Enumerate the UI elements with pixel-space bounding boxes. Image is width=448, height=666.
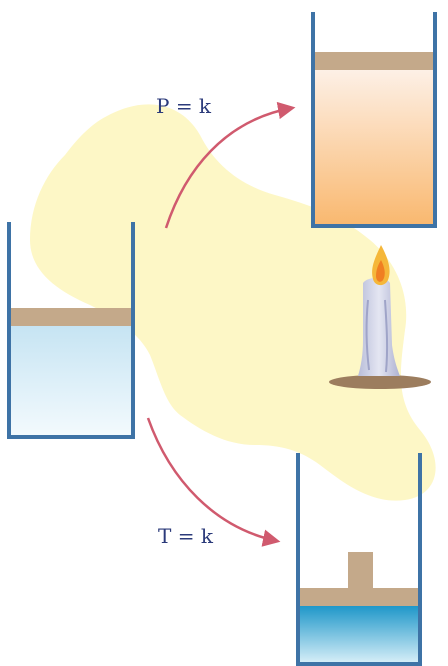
heated-gas [314, 70, 434, 225]
initial-piston [10, 308, 132, 326]
candle-drip [365, 299, 370, 371]
background-blob [30, 104, 436, 501]
candle-plate [329, 375, 431, 389]
piston-weight [348, 552, 373, 588]
heated-container [311, 12, 437, 228]
compressed-container [296, 453, 422, 666]
flame-inner [376, 260, 385, 282]
compressed-gas [299, 606, 419, 662]
compressed-piston [299, 588, 419, 606]
compressed-container-walls [296, 453, 422, 666]
arrow-to-compressed [146, 417, 281, 547]
initial-gas [10, 326, 132, 436]
initial-container [7, 222, 135, 439]
label-constant-temperature: T = k [158, 524, 214, 548]
heated-container-walls [311, 12, 437, 228]
arrow-to-heated [164, 101, 296, 229]
label-constant-pressure: P = k [156, 94, 212, 118]
initial-container-walls [7, 222, 135, 439]
candle-icon [329, 245, 431, 389]
heated-piston [314, 52, 434, 70]
candle-drip [384, 299, 389, 373]
